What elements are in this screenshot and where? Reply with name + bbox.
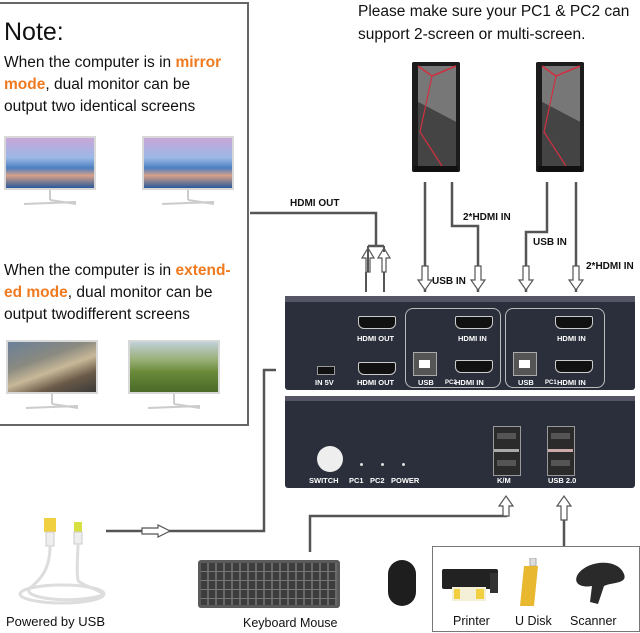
scanner-label: Scanner [570,614,617,628]
pc2-tower [412,62,460,172]
extended-mode-text: When the computer is in extend- ed mode,… [4,262,231,323]
scanner-icon [576,562,625,604]
mirror-highlight: mirror [175,54,222,71]
pc1-usb-b-port [513,352,537,376]
pc1-tower [536,62,584,172]
pc1-group-label: PC1 [545,380,557,386]
usb2-ports [547,426,575,476]
kvm-front-panel: SWITCH PC1 PC2 POWER K/M USB 2.0 [285,396,635,488]
pc2-usb-b-port [413,352,437,376]
label-pc1-usb-in: USB IN [533,237,567,248]
pc2-hdmi-in-port-2 [455,360,493,373]
pc2-port-group [405,308,501,388]
label-hdmi-out: HDMI OUT [290,198,340,209]
pc1-hdmi-in-port-2 [555,360,593,373]
km-label: K/M [497,476,511,485]
note-title: Note: [4,18,64,46]
monitor-mirror-2 [142,136,234,211]
monitor-mirror-1 [4,136,96,211]
pc-support-note: Please make sure your PC1 & PC2 can supp… [358,3,630,43]
label-pc1-hdmi-in: 2*HDMI IN [586,261,634,272]
led-power [402,463,405,466]
label-pc2-usb-in: USB IN [432,276,466,287]
usb-power-cable-icon [18,518,106,605]
udisk-label: U Disk [515,614,552,628]
km-usb-ports [493,426,521,476]
keyboard-icon [198,560,340,608]
udisk-icon [520,558,538,606]
usb2-label: USB 2.0 [548,476,577,485]
pc2-hdmi-in-port-1 [455,316,493,329]
keyboard-mouse-label: Keyboard Mouse [243,616,338,630]
printer-label: Printer [453,614,490,628]
mouse-icon [388,560,416,606]
pc1-hdmi-in-port-1 [555,316,593,329]
extend-highlight: extend- [175,262,231,279]
kvm-rear-panel: IN 5V HDMI OUT HDMI OUT PC2 HDMI IN USB … [285,296,635,390]
monitor-extended-landscape [128,340,220,415]
pc1-port-group [505,308,605,388]
powered-by-usb-label: Powered by USB [6,614,105,629]
printer-icon [442,569,498,601]
monitor-extended-game [6,340,98,415]
pc2-group-label: PC2 [445,380,457,386]
led-pc2 [381,463,384,466]
led-pc1 [360,463,363,466]
mirror-mode-text: When the computer is in mirror mode, dua… [4,54,222,115]
switch-label: SWITCH [309,476,339,485]
hdmi-out-port-1 [358,316,396,329]
port-label-in5v: IN 5V [315,378,334,387]
switch-button[interactable] [317,446,343,472]
micro-usb-port [317,366,335,375]
label-pc2-hdmi-in: 2*HDMI IN [463,212,511,223]
hdmi-out-port-2 [358,362,396,375]
